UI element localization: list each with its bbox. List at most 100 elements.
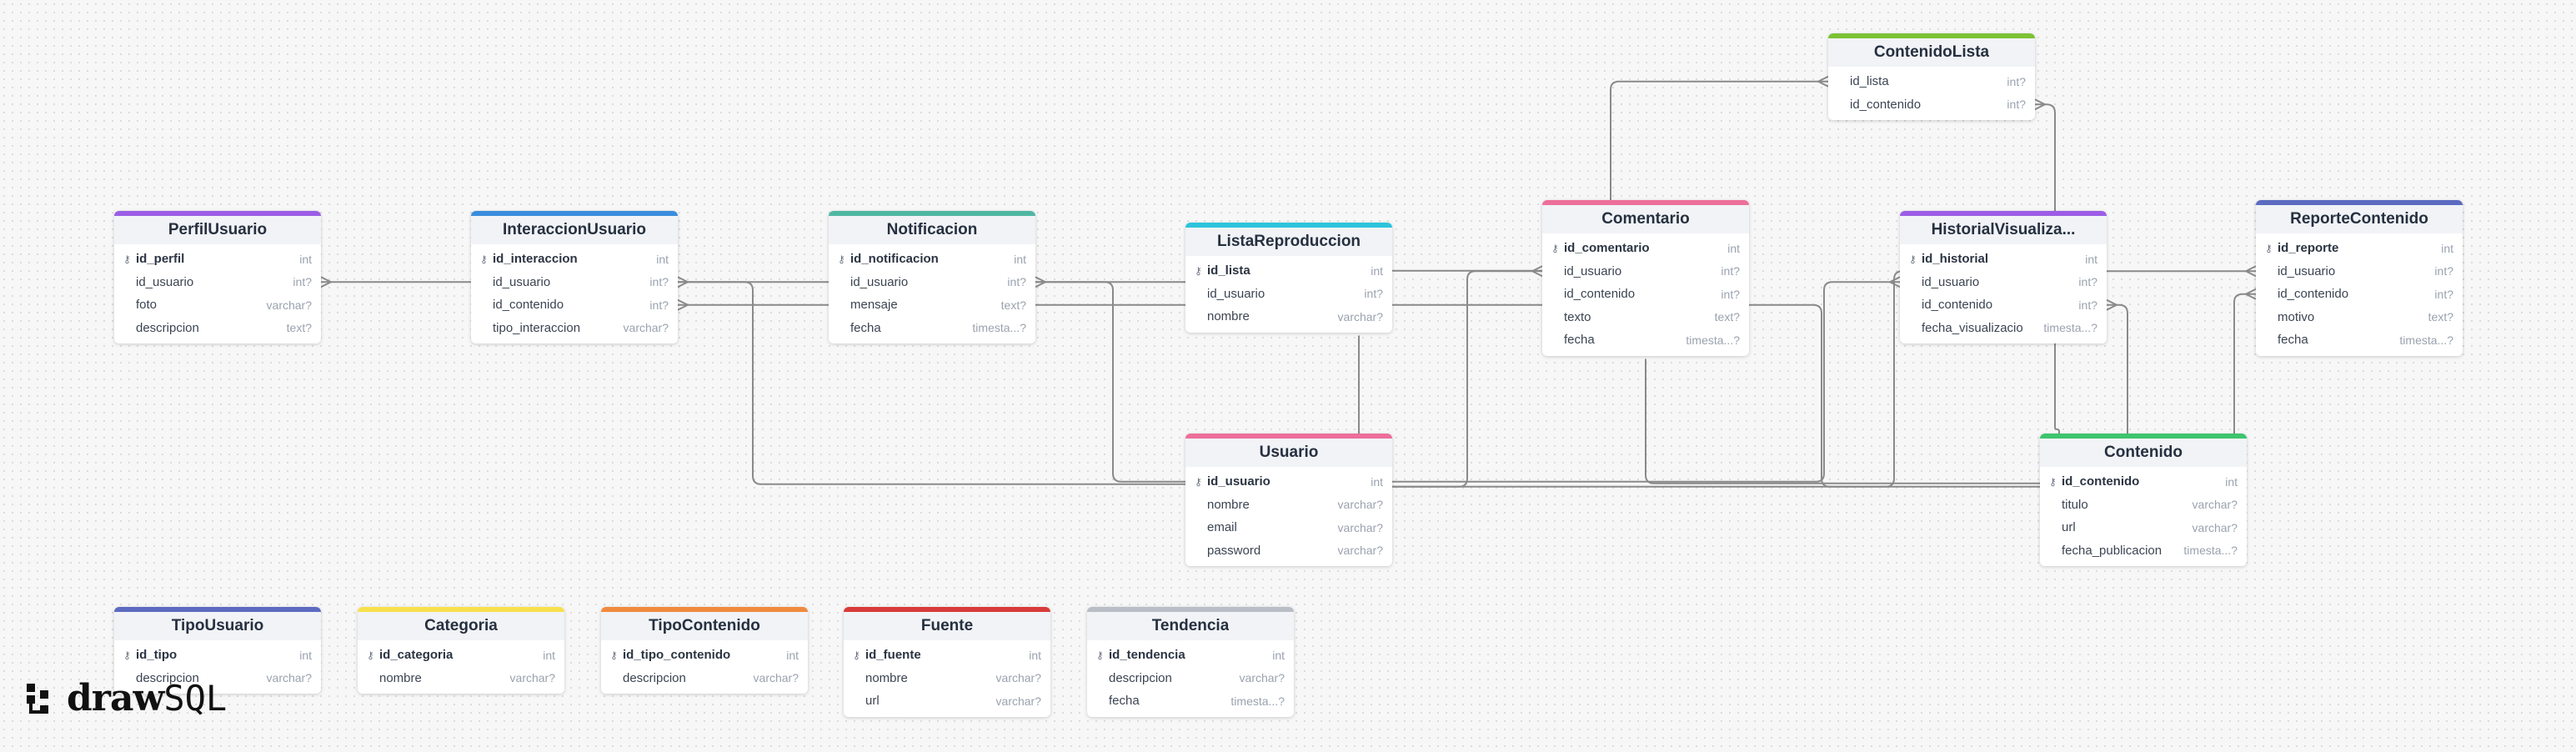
column-type: varchar? (1337, 520, 1383, 534)
table-header[interactable]: Notificacion (829, 211, 1035, 244)
relation-line[interactable] (1035, 281, 1185, 483)
column-name: descripcion (136, 670, 199, 685)
relation-line[interactable] (2035, 103, 2060, 482)
table-header[interactable]: ContenidoLista (1828, 33, 2035, 67)
table-header[interactable]: ReporteContenido (2256, 200, 2463, 233)
column-type: timesta...? (1230, 694, 1285, 708)
relation-line[interactable] (1185, 270, 2256, 488)
table-header[interactable]: Tendencia (1087, 607, 1294, 640)
logo-draw-text: draw (67, 677, 164, 719)
column-name: id_comentario (1564, 241, 1650, 256)
table-header[interactable]: TipoContenido (601, 607, 808, 640)
table-header[interactable]: Usuario (1185, 434, 1392, 467)
table-header[interactable]: Fuente (844, 607, 1050, 640)
table-header[interactable]: PerfilUsuario (114, 211, 321, 244)
drawsql-logo[interactable]: draw SQL (25, 677, 227, 719)
table-header[interactable]: Contenido (2040, 434, 2247, 467)
column-name: tipo_interaccion (493, 320, 581, 335)
table-title: TipoUsuario (171, 617, 264, 634)
key-icon: ⚷ (1096, 649, 1104, 661)
table-header[interactable]: Comentario (1542, 200, 1749, 233)
relation-line[interactable] (1645, 358, 2040, 484)
table-header[interactable]: Categoria (358, 607, 564, 640)
relation-line[interactable] (678, 281, 1185, 485)
relation-line[interactable] (1185, 281, 1900, 483)
column-name: id_historial (1922, 252, 1989, 267)
table-header[interactable]: HistorialVisualiza... (1900, 211, 2107, 244)
table-header[interactable]: ListaReproduccion (1185, 223, 1392, 256)
column-name: id_usuario (1564, 263, 1622, 278)
table-header[interactable]: InteraccionUsuario (471, 211, 678, 244)
table-header[interactable]: TipoUsuario (114, 607, 321, 640)
